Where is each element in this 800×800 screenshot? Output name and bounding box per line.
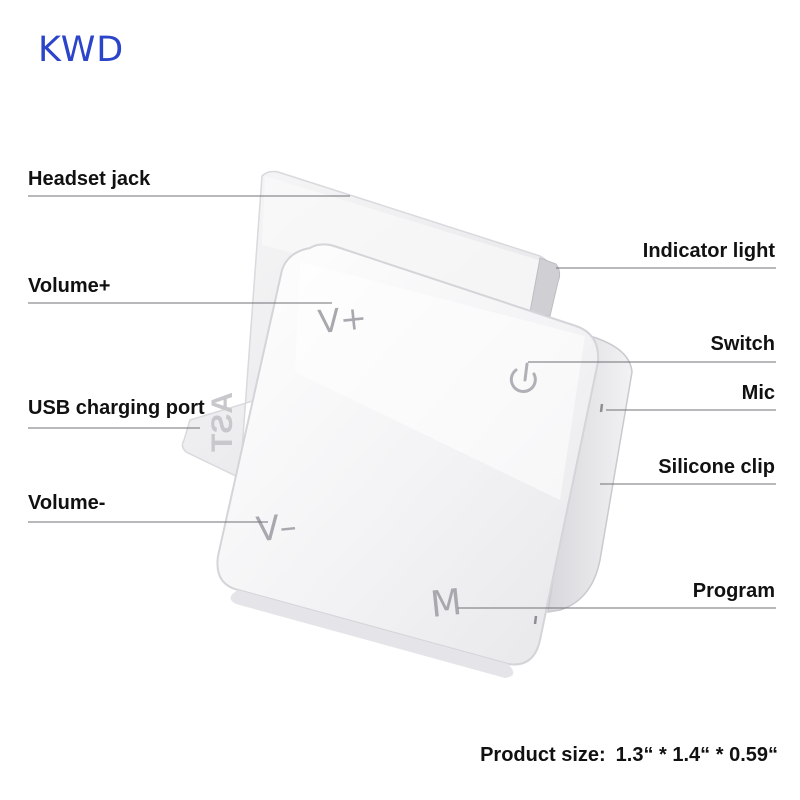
product-size-label: Product size: [480, 744, 606, 766]
mic-hole [599, 403, 604, 413]
product-size-caption: Product size: 1.3“ * 1.4“ * 0.59“ [480, 744, 778, 767]
power-icon[interactable] [509, 362, 537, 393]
callout-indicator-light: Indicator light [642, 240, 775, 262]
device-front-body [216, 243, 600, 678]
brand-logo: KWD [38, 30, 125, 70]
callout-program: Program [692, 580, 775, 602]
callout-volume-plus: Volume+ [28, 275, 111, 297]
silicone-clip-strip [547, 335, 633, 613]
program-button[interactable]: M [429, 582, 464, 626]
callout-headset-jack: Headset jack [28, 168, 151, 190]
callout-silicone-clip: Silicone clip [658, 456, 775, 478]
leader-lines [28, 195, 776, 609]
callout-switch: Switch [710, 333, 775, 355]
back-panel-text: AST [206, 392, 239, 452]
callout-volume-minus: Volume- [28, 492, 106, 514]
volume-plus-button[interactable]: V+ [316, 298, 368, 341]
callout-mic: Mic [741, 382, 775, 404]
product-size-value: 1.3“ * 1.4“ * 0.59“ [615, 744, 778, 766]
callout-usb-charging-port: USB charging port [28, 397, 205, 419]
volume-minus-button[interactable]: V– [254, 506, 298, 550]
